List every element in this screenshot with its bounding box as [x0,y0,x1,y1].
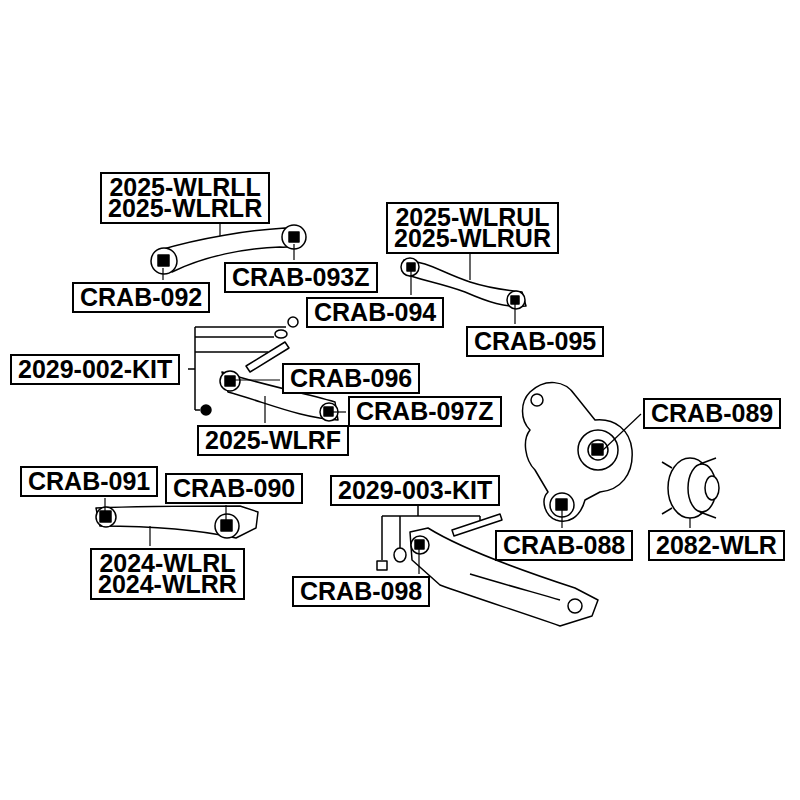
part-number: CRAB-096 [290,368,412,389]
part-label: CRAB-096 [282,363,420,394]
part-number: CRAB-094 [314,302,436,323]
control-arm [96,506,258,538]
part-label: 2029-002-KIT [10,354,180,385]
part-label: 2025-WLRUL2025-WLRUR [386,202,559,254]
part-label: 2024-WLRL2024-WLRR [90,548,245,600]
part-number: CRAB-091 [28,471,150,492]
part-label: CRAB-094 [306,297,444,328]
part-label: CRAB-091 [20,466,158,497]
steering-knuckle [523,383,633,522]
part-label: CRAB-089 [643,398,781,429]
part-number: CRAB-098 [300,581,422,602]
part-label: CRAB-098 [292,576,430,607]
part-number: CRAB-095 [474,331,596,352]
part-number: CRAB-092 [80,287,202,308]
part-number: 2029-002-KIT [18,359,172,380]
leader-line [105,215,690,574]
part-number: 2025-WLRUL [394,207,551,228]
part-number: 2025-WLRLR [108,198,262,219]
part-label: 2025-WLRF [197,425,349,456]
part-number: 2082-WLR [656,535,777,556]
part-label: CRAB-088 [495,530,633,561]
part-number: CRAB-089 [651,403,773,424]
part-number: 2025-WLRLL [108,177,262,198]
part-label: 2025-WLRLL2025-WLRLR [100,172,270,224]
part-label: CRAB-093Z [224,262,378,293]
part-number: CRAB-093Z [232,267,370,288]
part-number: CRAB-088 [503,535,625,556]
part-number: 2029-003-KIT [338,480,492,501]
part-number: 2025-WLRF [205,430,341,451]
part-label: 2029-003-KIT [330,475,500,506]
part-number: CRAB-097Z [356,401,494,422]
part-number: CRAB-090 [173,478,295,499]
part-number: 2025-WLRUR [394,228,551,249]
part-number: 2024-WLRL [98,553,237,574]
part-label: CRAB-090 [165,473,303,504]
wheel-hub [662,458,719,518]
part-label: 2082-WLR [648,530,785,561]
part-label: CRAB-095 [466,326,604,357]
part-number: 2024-WLRR [98,574,237,595]
part-label: CRAB-092 [72,282,210,313]
part-label: CRAB-097Z [348,396,502,427]
